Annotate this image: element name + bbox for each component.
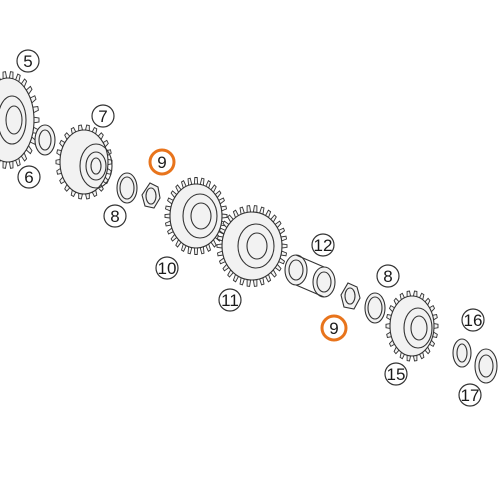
part-11-gear [216,205,288,287]
callout-8-upper: 8 [103,204,127,228]
gear-tooth [252,205,258,214]
callout-17: 17 [458,383,482,407]
callout-12: 12 [311,233,335,257]
part-6-washer [34,124,56,156]
svg-text:9: 9 [157,153,166,172]
callout-16: 16 [461,308,485,332]
svg-text:8: 8 [383,267,392,286]
callout-10: 10 [155,256,179,280]
part-8-ring-upper [116,172,138,204]
part-16-washer [452,338,472,368]
callout-labels: 5 6 7 8 9 10 11 12 [16,49,485,407]
callout-9-upper-highlighted: 9 [148,148,176,176]
svg-text:7: 7 [98,107,107,126]
part-12-needle-bearing [284,254,336,298]
svg-text:5: 5 [23,52,32,71]
gear-tooth [281,243,288,249]
part-9-lock-washer-lower [340,282,361,310]
callout-6: 6 [17,165,41,189]
part-7-gear-hub [55,124,113,200]
svg-text:16: 16 [464,311,483,330]
part-5-gear [0,71,40,169]
part-9-lock-washer-upper [141,182,161,209]
svg-text:17: 17 [461,386,480,405]
part-10-gear [164,177,228,255]
svg-text:15: 15 [387,365,406,384]
svg-text:11: 11 [221,291,239,310]
gear-tooth [216,243,223,249]
svg-text:10: 10 [158,259,177,278]
part-15-gear-hub [385,290,439,362]
callout-11: 11 [218,288,242,312]
gear-tooth [246,205,252,214]
svg-text:8: 8 [110,207,119,226]
gear-tooth [252,278,258,287]
svg-text:6: 6 [24,168,33,187]
gear-tooth [246,278,252,287]
part-8-ring-lower [364,292,386,324]
callout-5: 5 [16,49,40,73]
callout-15: 15 [384,362,408,386]
gear-tooth [221,213,228,219]
gear-tooth [193,247,199,255]
gear-tooth [33,116,40,124]
gear-tooth [164,213,171,219]
callout-8-lower: 8 [376,264,400,288]
svg-text:12: 12 [314,236,333,255]
gear-tooth [193,177,199,185]
svg-text:9: 9 [329,319,338,338]
callout-7: 7 [91,104,115,128]
part-17-washer [474,348,498,384]
callout-9-lower-highlighted: 9 [320,314,348,342]
